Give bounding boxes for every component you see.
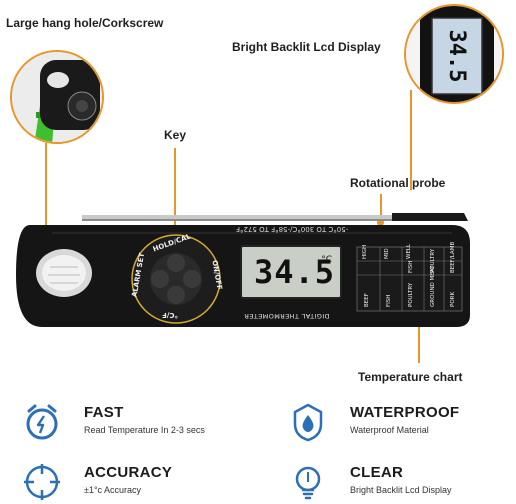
chart-cell: FISH [386,294,392,307]
target-icon [24,464,60,500]
chart-cell: GROUND MEAT [430,265,436,307]
lcd-unit: °C [321,255,332,265]
feature-subtitle: Read Temperature In 2-3 secs [84,425,205,435]
feature-title: WATERPROOF [350,404,460,421]
chart-cell: FISH [408,260,414,273]
panel-title: DIGITAL THERMOMETER [244,312,330,320]
feature-subtitle: Waterproof Material [350,425,429,435]
chart-cell: POULTRY [408,282,414,307]
lcd-closeup-image: 34.5 [406,6,502,102]
hang-hole-zoom [10,50,104,144]
celsius-fahrenheit-key[interactable]: °C/F [162,311,178,319]
hang-hole-label: Large hang hole/Corkscrew [6,16,164,30]
feature-title: CLEAR [350,464,404,481]
probe-leader [380,194,382,220]
lcd-reading: 34.5 [254,253,336,291]
lcd-display: 34.5 °C [240,245,342,299]
feature-title: FAST [84,404,124,421]
hang-hole-leader [45,143,47,258]
chart-cell: BEEF/LAMB [450,241,456,273]
key-leader [174,148,176,246]
feature-accuracy: ACCURACY ±1°c Accuracy [22,462,262,504]
chart-cell: MID [384,248,390,259]
chart-label: Temperature chart [358,370,463,384]
feature-clear: CLEAR Bright Backlit Lcd Display [288,462,516,504]
feature-subtitle: Bright Backlit Lcd Display [350,485,452,495]
corkscrew-closeup-image [12,52,102,142]
feature-title: ACCURACY [84,464,173,481]
backlit-label: Bright Backlit Lcd Display [232,40,381,54]
probe-label: Rotational probe [350,176,446,190]
chart-cell: BEEF [364,293,370,307]
key-label: Key [164,128,187,142]
backlit-leader [410,90,412,190]
range-text: -50°C TO 300°C/-58°F TO 572°F [236,225,349,233]
backlit-zoom: 34.5 [404,4,504,104]
chart-cell: HIGH [362,244,368,259]
thermometer-body [16,213,470,327]
water-drop-icon [293,403,323,442]
lightbulb-icon [295,466,321,500]
alarm-clock-icon [26,404,58,440]
chart-cell: PORK [450,291,456,307]
svg-text:34.5: 34.5 [444,30,469,83]
probe-dot [377,219,384,226]
feature-waterproof: WATERPROOF Waterproof Material [288,402,516,452]
feature-subtitle: ±1°c Accuracy [84,485,142,495]
feature-fast: FAST Read Temperature In 2-3 secs [22,402,262,452]
chart-cell: WELL [406,243,412,259]
thermometer-device: 34.5 °C -50°C TO 300°C/-58°F TO 572°F DI… [12,213,472,331]
